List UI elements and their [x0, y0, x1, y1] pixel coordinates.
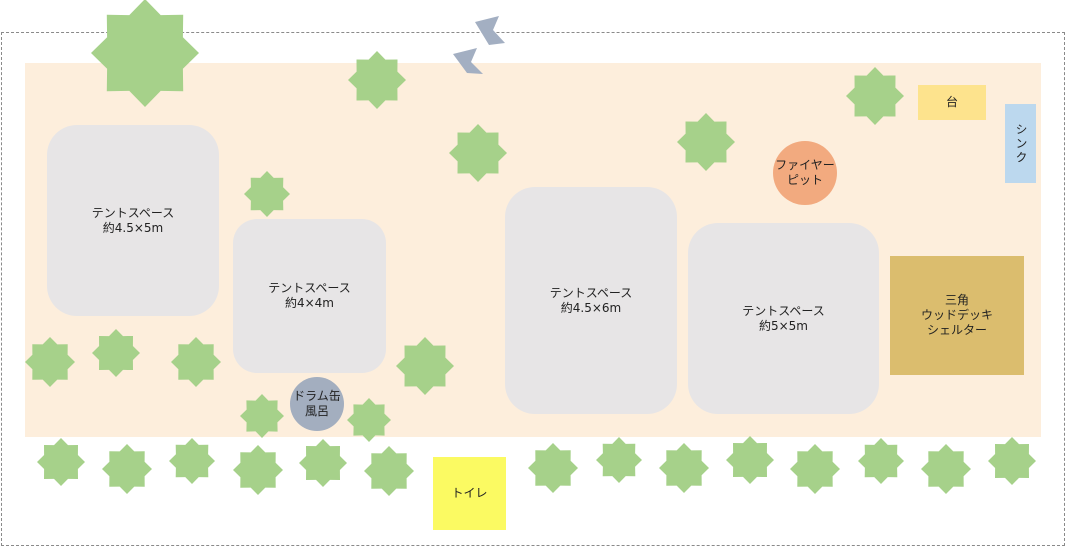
table-label: 台	[945, 95, 958, 109]
tree-icon	[37, 438, 85, 486]
tree-icon	[726, 436, 774, 484]
tree-icon	[449, 124, 507, 182]
tent-space-1[interactable]: テントスペース 約4.5×5m	[47, 125, 219, 316]
tree-icon	[240, 394, 284, 438]
tree-icon	[858, 438, 904, 484]
arrow-icon	[475, 16, 505, 45]
drum-bath[interactable]: ドラム缶 風呂	[290, 377, 344, 431]
tent-space-2-label: テントスペース 約4×4m	[268, 281, 351, 310]
fire-pit-label: ファイヤー ピット	[775, 158, 835, 187]
tree-icon	[364, 446, 414, 496]
tree-icon	[921, 444, 971, 494]
tent-space-4[interactable]: テントスペース 約5×5m	[688, 223, 879, 414]
tree-icon	[92, 329, 140, 377]
tree-icon	[528, 443, 578, 493]
tree-icon	[299, 439, 347, 487]
tree-icon	[348, 51, 406, 109]
tree-icon	[659, 443, 709, 493]
toilet-label: トイレ	[451, 486, 488, 500]
tent-space-1-label: テントスペース 約4.5×5m	[91, 205, 175, 235]
sink[interactable]: シンク	[1005, 104, 1036, 183]
tent-space-2[interactable]: テントスペース 約4×4m	[233, 219, 386, 373]
drum-bath-label: ドラム缶 風呂	[293, 389, 341, 418]
tree-icon	[846, 67, 904, 125]
tree-icon	[169, 438, 215, 484]
tent-space-3-label: テントスペース 約4.5×6m	[549, 285, 633, 315]
shelter[interactable]: 三角 ウッドデッキ シェルター	[890, 256, 1024, 375]
toilet[interactable]: トイレ	[433, 457, 506, 530]
fire-pit[interactable]: ファイヤー ピット	[773, 141, 837, 205]
tree-icon	[790, 444, 840, 494]
tree-icon	[233, 445, 283, 495]
sink-label: シンク	[1014, 122, 1028, 165]
tree-icon	[988, 437, 1036, 485]
tree-icon	[91, 0, 199, 107]
tree-icon	[596, 437, 642, 483]
shelter-label: 三角 ウッドデッキ シェルター	[920, 293, 993, 337]
tent-space-3[interactable]: テントスペース 約4.5×6m	[505, 187, 677, 414]
tree-icon	[25, 337, 75, 387]
table[interactable]: 台	[918, 85, 986, 120]
tree-icon	[171, 337, 221, 387]
tree-icon	[677, 113, 735, 171]
site-boundary	[1, 32, 1065, 546]
tree-icon	[244, 171, 290, 217]
arrow-icon	[453, 48, 483, 74]
tent-space-4-label: テントスペース 約5×5m	[742, 303, 825, 333]
tree-icon	[102, 444, 152, 494]
tree-icon	[347, 398, 391, 442]
tree-icon	[396, 337, 454, 395]
